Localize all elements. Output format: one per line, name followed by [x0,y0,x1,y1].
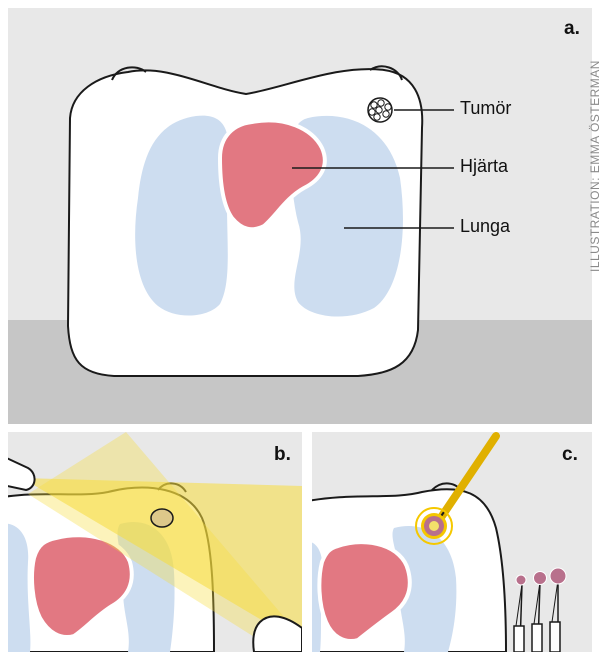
panel-c-illustration [312,432,592,652]
panel-c-letter: c. [562,444,578,466]
tumor [368,98,392,122]
tumor-label: Tumör [460,98,511,119]
panel-b-illustration [8,432,302,652]
heart-label: Hjärta [460,156,508,177]
radiation-source-left [8,454,35,490]
ablation-probes [514,568,566,652]
tumor-zoomed [151,509,173,527]
illustration-credit-text: ILLUSTRATION: EMMA ÖSTERMAN [588,60,602,272]
panel-a-letter: a. [564,18,580,40]
tumor-heated [416,508,452,544]
panel-a: a. Tumör Hjärta Lunga [8,8,592,424]
panel-c: c. [312,432,592,652]
lung-label: Lunga [460,216,510,237]
panel-b-letter: b. [274,444,291,466]
panel-b: b. [8,432,302,652]
illustration-credit: ILLUSTRATION: EMMA ÖSTERMAN [588,14,600,274]
